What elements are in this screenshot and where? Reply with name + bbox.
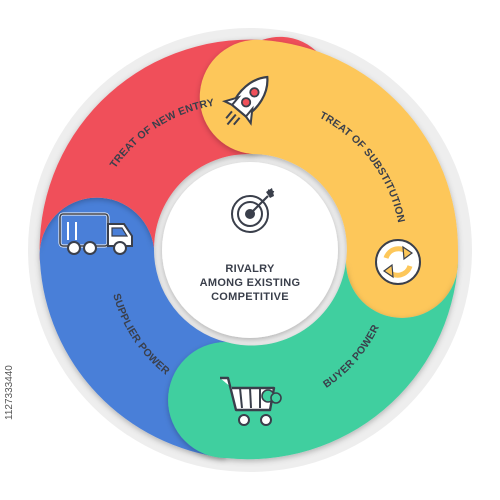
center-title-line-1: RIVALRY [225,263,275,275]
center-circle [162,162,338,338]
stock-image-id: 1127333440 [4,365,15,420]
delivery-truck-icon [58,212,133,255]
refresh-cycle-icon [375,239,421,285]
center-title-line-3: COMPETITIVE [211,291,289,303]
target-arrow-icon [231,188,275,233]
rocket-icon [221,75,269,126]
center-title-line-2: AMONG EXISTING [200,277,301,289]
shopping-cart-icon [220,376,282,426]
